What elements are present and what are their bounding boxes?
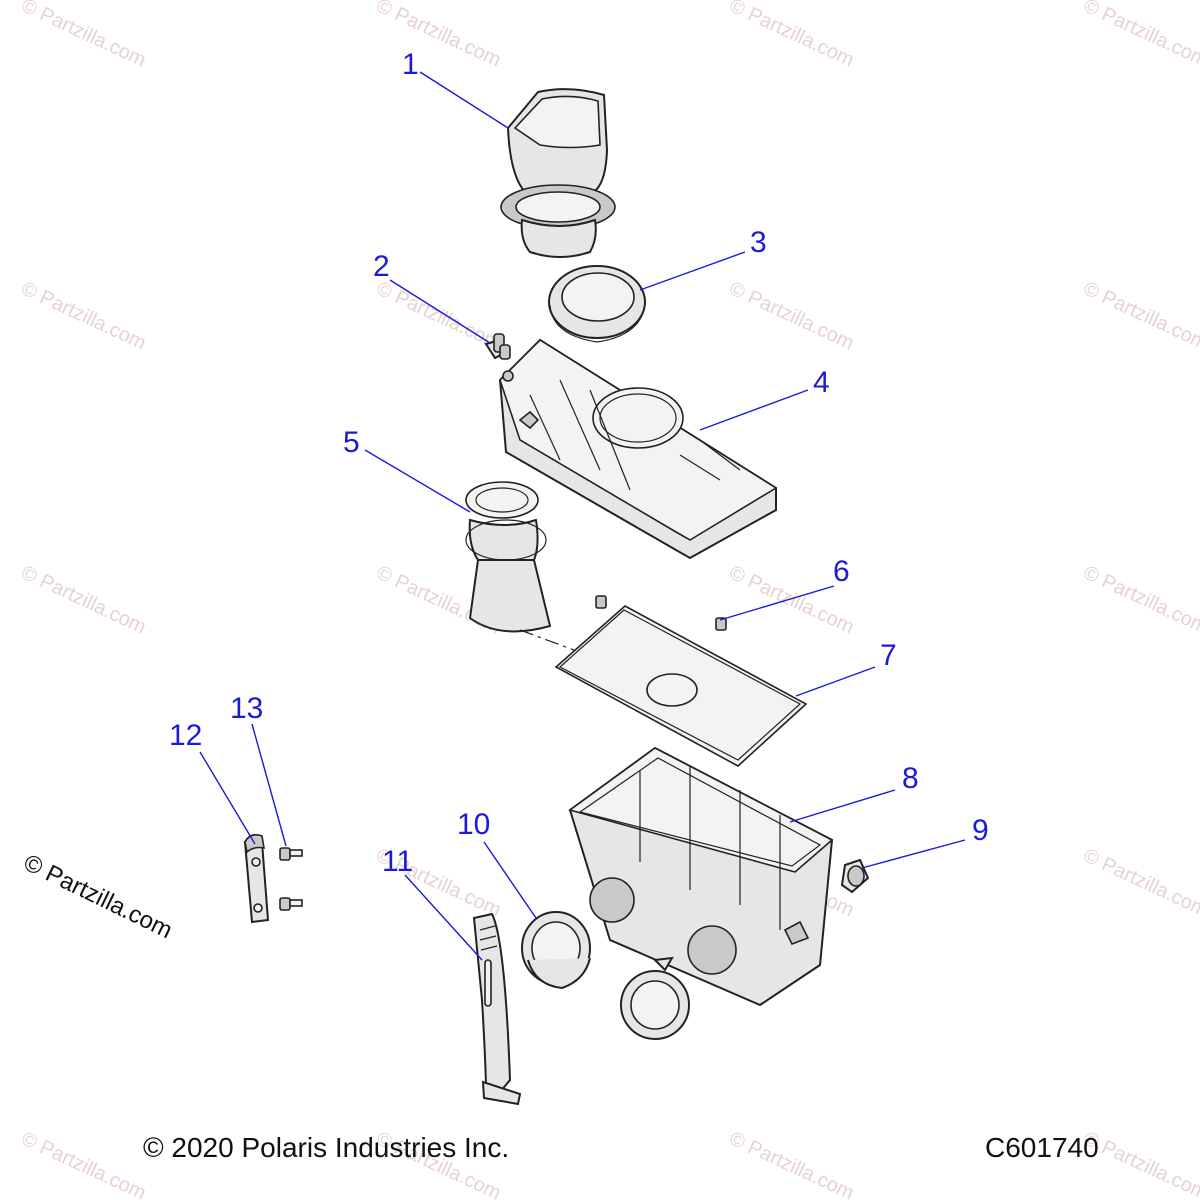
copyright-text: © 2020 Polaris Industries Inc. bbox=[143, 1132, 509, 1163]
part-11-strap bbox=[472, 912, 522, 1106]
part-13-bolts bbox=[279, 847, 303, 911]
watermark: © Partzilla.com bbox=[1080, 562, 1200, 639]
part-8-airbox-base bbox=[568, 746, 834, 1007]
diagram-code: C601740 bbox=[985, 1132, 1099, 1163]
callout-8: 8 bbox=[902, 762, 919, 795]
callout-7: 7 bbox=[880, 639, 897, 672]
side-watermark: © Partzilla.com bbox=[19, 849, 176, 944]
watermark: © Partzilla.com bbox=[18, 1128, 149, 1200]
part-10-grommets bbox=[521, 911, 690, 1040]
callout-2: 2 bbox=[373, 250, 390, 283]
part-5-velocity-stack bbox=[465, 481, 552, 633]
watermark: © Partzilla.com bbox=[18, 0, 149, 71]
watermark: © Partzilla.com bbox=[373, 278, 504, 355]
callout-10: 10 bbox=[457, 808, 490, 841]
part-2-elbow-fitting bbox=[484, 333, 511, 360]
watermark: © Partzilla.com bbox=[1080, 278, 1200, 355]
callout-3: 3 bbox=[750, 226, 767, 259]
watermark-grid: © Partzilla.com © Partzilla.com © Partzi… bbox=[18, 0, 1200, 1200]
callout-6: 6 bbox=[833, 555, 850, 588]
part-9-clip bbox=[840, 858, 870, 894]
watermark: © Partzilla.com bbox=[1080, 845, 1200, 922]
watermark: © Partzilla.com bbox=[373, 0, 504, 71]
part-1-intake-duct bbox=[500, 88, 616, 258]
part-7-gasket-plate bbox=[554, 605, 808, 767]
callout-5: 5 bbox=[343, 426, 360, 459]
part-12-bracket bbox=[243, 834, 270, 924]
callout-1: 1 bbox=[402, 48, 419, 81]
watermark: © Partzilla.com bbox=[18, 562, 149, 639]
callout-9: 9 bbox=[972, 814, 989, 847]
callout-labels: 1 2 3 4 5 6 7 8 9 10 11 12 13 bbox=[169, 48, 989, 878]
callout-11: 11 bbox=[382, 845, 413, 878]
watermark: © Partzilla.com bbox=[726, 278, 857, 355]
part-3-ring bbox=[548, 265, 646, 343]
watermark: © Partzilla.com bbox=[726, 0, 857, 71]
part-4-airbox-lid bbox=[498, 338, 778, 560]
callout-12: 12 bbox=[169, 719, 202, 752]
leader-lines bbox=[199, 71, 966, 961]
callout-4: 4 bbox=[813, 366, 830, 399]
watermark: © Partzilla.com bbox=[18, 278, 149, 355]
watermark: © Partzilla.com bbox=[726, 1128, 857, 1200]
callout-13: 13 bbox=[230, 692, 263, 725]
watermark: © Partzilla.com bbox=[1080, 0, 1200, 71]
